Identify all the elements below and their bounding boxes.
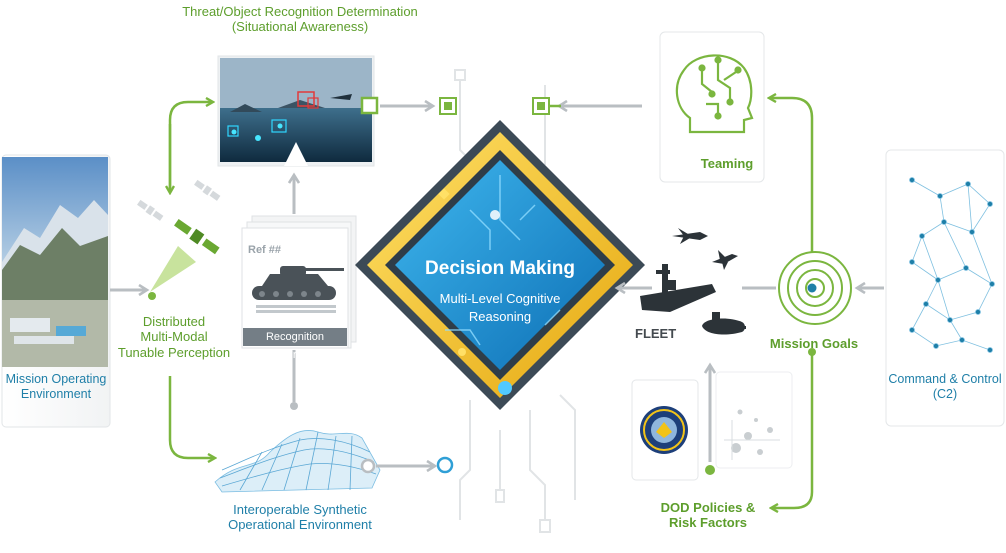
synthetic-node — [290, 402, 454, 474]
photo-output-node — [360, 96, 379, 115]
recognition-reference-label: Recognition Reference — [243, 328, 347, 361]
goals-anchor-dot — [808, 348, 816, 356]
threat-recognition-label: Threat/Object Recognition Determination … — [182, 4, 418, 35]
perception-label: Distributed Multi-Modal Tunable Percepti… — [117, 314, 231, 360]
decision-making-diamond — [355, 120, 645, 410]
network-icon — [909, 177, 995, 353]
threat-recognition-photo — [217, 55, 375, 167]
dod-policies-label: DOD Policies & Risk Factors — [660, 500, 756, 531]
fleet-label: FLEET — [635, 326, 677, 341]
dod-anchor-dot — [705, 465, 715, 475]
mission-environment-label: Mission Operating Environment — [5, 372, 107, 401]
mission-goals-label: Mission Goals — [769, 336, 859, 351]
teaming-label: Teaming — [700, 156, 754, 171]
fighter-jet-icon-2 — [712, 250, 738, 270]
mission-environment-card — [1, 154, 111, 428]
dod-seal-icon — [640, 406, 688, 454]
synthetic-terrain-wireframe — [214, 430, 381, 493]
c2-label: Command & Control (C2) — [888, 372, 1002, 401]
c2-card — [885, 149, 1005, 427]
satellite-icon — [137, 179, 221, 300]
target-rings-icon — [778, 251, 852, 325]
aircraft-carrier-icon — [640, 264, 716, 312]
decision-making-title: Decision Making — [425, 258, 575, 279]
brain-head-icon — [675, 54, 754, 134]
input-node-left — [439, 97, 457, 115]
input-node-right — [532, 97, 550, 115]
tank-icon — [252, 266, 344, 313]
submarine-icon — [702, 312, 746, 335]
risk-scatter-icon — [724, 409, 780, 460]
green-arrows — [170, 98, 814, 508]
decision-making-subtitle: Multi-Level Cognitive Reasoning — [439, 291, 561, 324]
fighter-jet-icon — [672, 228, 708, 244]
ref-number-text: Ref ## — [248, 244, 282, 256]
synthetic-environment-label: Interoperable Synthetic Operational Envi… — [228, 502, 372, 533]
grey-arrows — [110, 106, 884, 466]
